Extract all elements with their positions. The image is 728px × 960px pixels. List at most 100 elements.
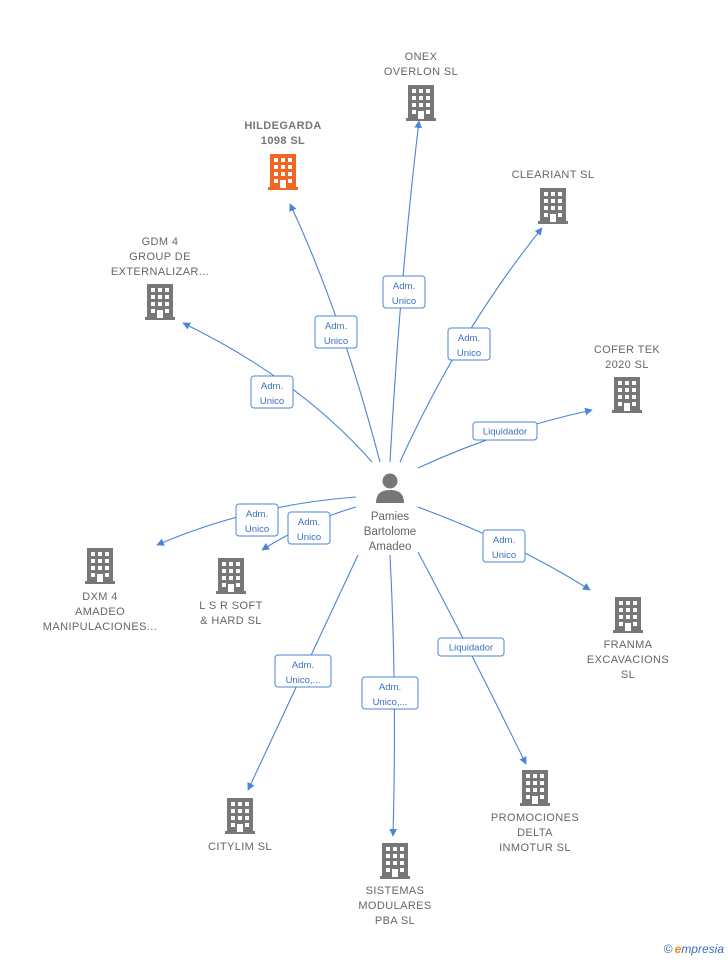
building-icon <box>268 154 298 190</box>
company-name-line: HILDEGARDA <box>244 120 321 132</box>
person-icon <box>376 473 404 503</box>
relation-label-text: Liquidador <box>483 427 527 438</box>
company-name-line: 2020 SL <box>605 359 649 371</box>
relation-label-text: Adm. <box>379 682 401 693</box>
building-icon <box>520 770 550 806</box>
company-name-line: 1098 SL <box>261 135 305 147</box>
company-name-line: AMADEO <box>75 606 125 618</box>
relation-label-box[interactable] <box>235 503 279 537</box>
relation-arrow <box>417 551 527 765</box>
building-icon <box>380 843 410 879</box>
company-node-sistemas[interactable]: SISTEMAS MODULARES PBA SL <box>358 843 431 927</box>
center-name-line: Amadeo <box>369 541 412 553</box>
company-node-cleariant[interactable]: CLEARIANT SL <box>512 169 595 224</box>
company-node-onex[interactable]: ONEX OVERLON SL <box>384 51 458 121</box>
relation-label-text: Unico <box>297 532 321 543</box>
building-icon <box>612 377 642 413</box>
footer-brand: ©empresia <box>664 942 724 956</box>
relation-edge-gdm4: Adm. Unico <box>182 322 373 463</box>
relation-label-box[interactable] <box>472 421 538 441</box>
relation-label-box[interactable] <box>447 327 491 361</box>
relation-label-text: Unico,... <box>286 675 321 686</box>
company-name-line: PROMOCIONES <box>491 812 579 824</box>
company-node-promociones[interactable]: PROMOCIONES DELTA INMOTUR SL <box>491 770 579 854</box>
company-name-line: CITYLIM SL <box>208 841 272 853</box>
relation-label-text: Adm. <box>325 321 347 332</box>
company-name-line: PBA SL <box>375 915 415 927</box>
company-node-franma[interactable]: FRANMA EXCAVACIONS SL <box>587 597 669 681</box>
relation-label-text: Unico,... <box>373 697 408 708</box>
company-node-hildegarda[interactable]: HILDEGARDA 1098 SL <box>244 120 321 190</box>
relation-label-text: Adm. <box>298 517 320 528</box>
company-name-line: OVERLON SL <box>384 66 458 78</box>
company-node-lsr[interactable]: L S R SOFT & HARD SL <box>199 558 263 627</box>
relation-label-text: Unico <box>324 336 348 347</box>
building-icon <box>216 558 246 594</box>
company-name-line: ONEX <box>405 51 438 63</box>
brand-initial: e <box>674 942 682 956</box>
company-name-line: GDM 4 <box>142 236 179 248</box>
company-node-citylim[interactable]: CITYLIM SL <box>208 798 272 853</box>
relation-label-box[interactable] <box>314 315 358 349</box>
relation-label-text: Unico <box>260 396 284 407</box>
relation-label-text: Adm. <box>493 535 515 546</box>
center-name-line: Bartolome <box>364 526 416 538</box>
relation-label-text: Unico <box>245 524 269 535</box>
building-icon <box>145 284 175 320</box>
center-person[interactable]: Pamies Bartolome Amadeo <box>364 473 416 554</box>
building-icon <box>406 85 436 121</box>
company-node-gdm4[interactable]: GDM 4 GROUP DE EXTERNALIZAR... <box>111 236 209 320</box>
relation-label-box[interactable] <box>250 375 294 409</box>
company-node-dxm4[interactable]: DXM 4 AMADEO MANIPULACIONES... <box>43 548 157 633</box>
relation-label-text: Adm. <box>246 509 268 520</box>
relation-label-box[interactable] <box>287 511 331 545</box>
relation-edge-onex: Adm. Unico <box>382 120 426 463</box>
relation-label-text: Unico <box>392 296 416 307</box>
company-name-line: MANIPULACIONES... <box>43 621 157 633</box>
company-name-line: DXM 4 <box>82 591 118 603</box>
brand-name: mpresia <box>681 942 724 956</box>
relation-label-text: Adm. <box>393 281 415 292</box>
relation-edge-cofertek: Liquidador <box>417 407 593 469</box>
relation-label-box[interactable] <box>382 275 426 309</box>
relation-edge-citylim: Adm. Unico,... <box>247 554 359 791</box>
relation-edge-hildegarda: Adm. Unico <box>289 203 381 463</box>
relation-label-text: Unico <box>492 550 516 561</box>
company-name-line: SISTEMAS <box>366 885 425 897</box>
relation-label-text: Unico <box>457 348 481 359</box>
relation-edge-franma: Adm. Unico <box>417 506 591 591</box>
relation-edge-dxm4: Adm. Unico <box>156 496 357 546</box>
company-name-line: FRANMA <box>604 639 653 651</box>
relation-label-box[interactable] <box>274 654 332 688</box>
relation-label-text: Adm. <box>261 381 283 392</box>
company-name-line: L S R SOFT <box>199 600 263 612</box>
company-name-line: & HARD SL <box>200 615 262 627</box>
relation-edge-lsr: Adm. Unico <box>261 506 357 551</box>
company-name-line: COFER TEK <box>594 344 661 356</box>
company-name-line: INMOTUR SL <box>499 842 571 854</box>
building-icon <box>613 597 643 633</box>
company-name-line: EXTERNALIZAR... <box>111 266 209 278</box>
relation-label-box[interactable] <box>361 676 419 710</box>
building-icon <box>225 798 255 834</box>
company-name-line: GROUP DE <box>129 251 191 263</box>
company-name-line: SL <box>621 669 635 681</box>
relation-label-box[interactable] <box>437 637 505 657</box>
copyright-symbol: © <box>663 942 673 956</box>
company-name-line: DELTA <box>517 827 553 839</box>
building-icon <box>538 188 568 224</box>
relation-label-text: Adm. <box>292 660 314 671</box>
building-icon <box>85 548 115 584</box>
company-name-line: MODULARES <box>358 900 431 912</box>
company-name-line: CLEARIANT SL <box>512 169 595 181</box>
relation-label-text: Adm. <box>458 333 480 344</box>
company-node-cofertek[interactable]: COFER TEK 2020 SL <box>594 344 661 413</box>
relation-edge-sistemas: Adm. Unico,... <box>361 554 419 837</box>
relation-edge-cleariant: Adm. Unico <box>399 227 543 463</box>
company-name-line: EXCAVACIONS <box>587 654 669 666</box>
relation-label-text: Liquidador <box>449 643 493 654</box>
center-name-line: Pamies <box>371 511 410 523</box>
relation-edge-promociones: Liquidador <box>417 551 527 765</box>
relation-label-box[interactable] <box>482 529 526 563</box>
